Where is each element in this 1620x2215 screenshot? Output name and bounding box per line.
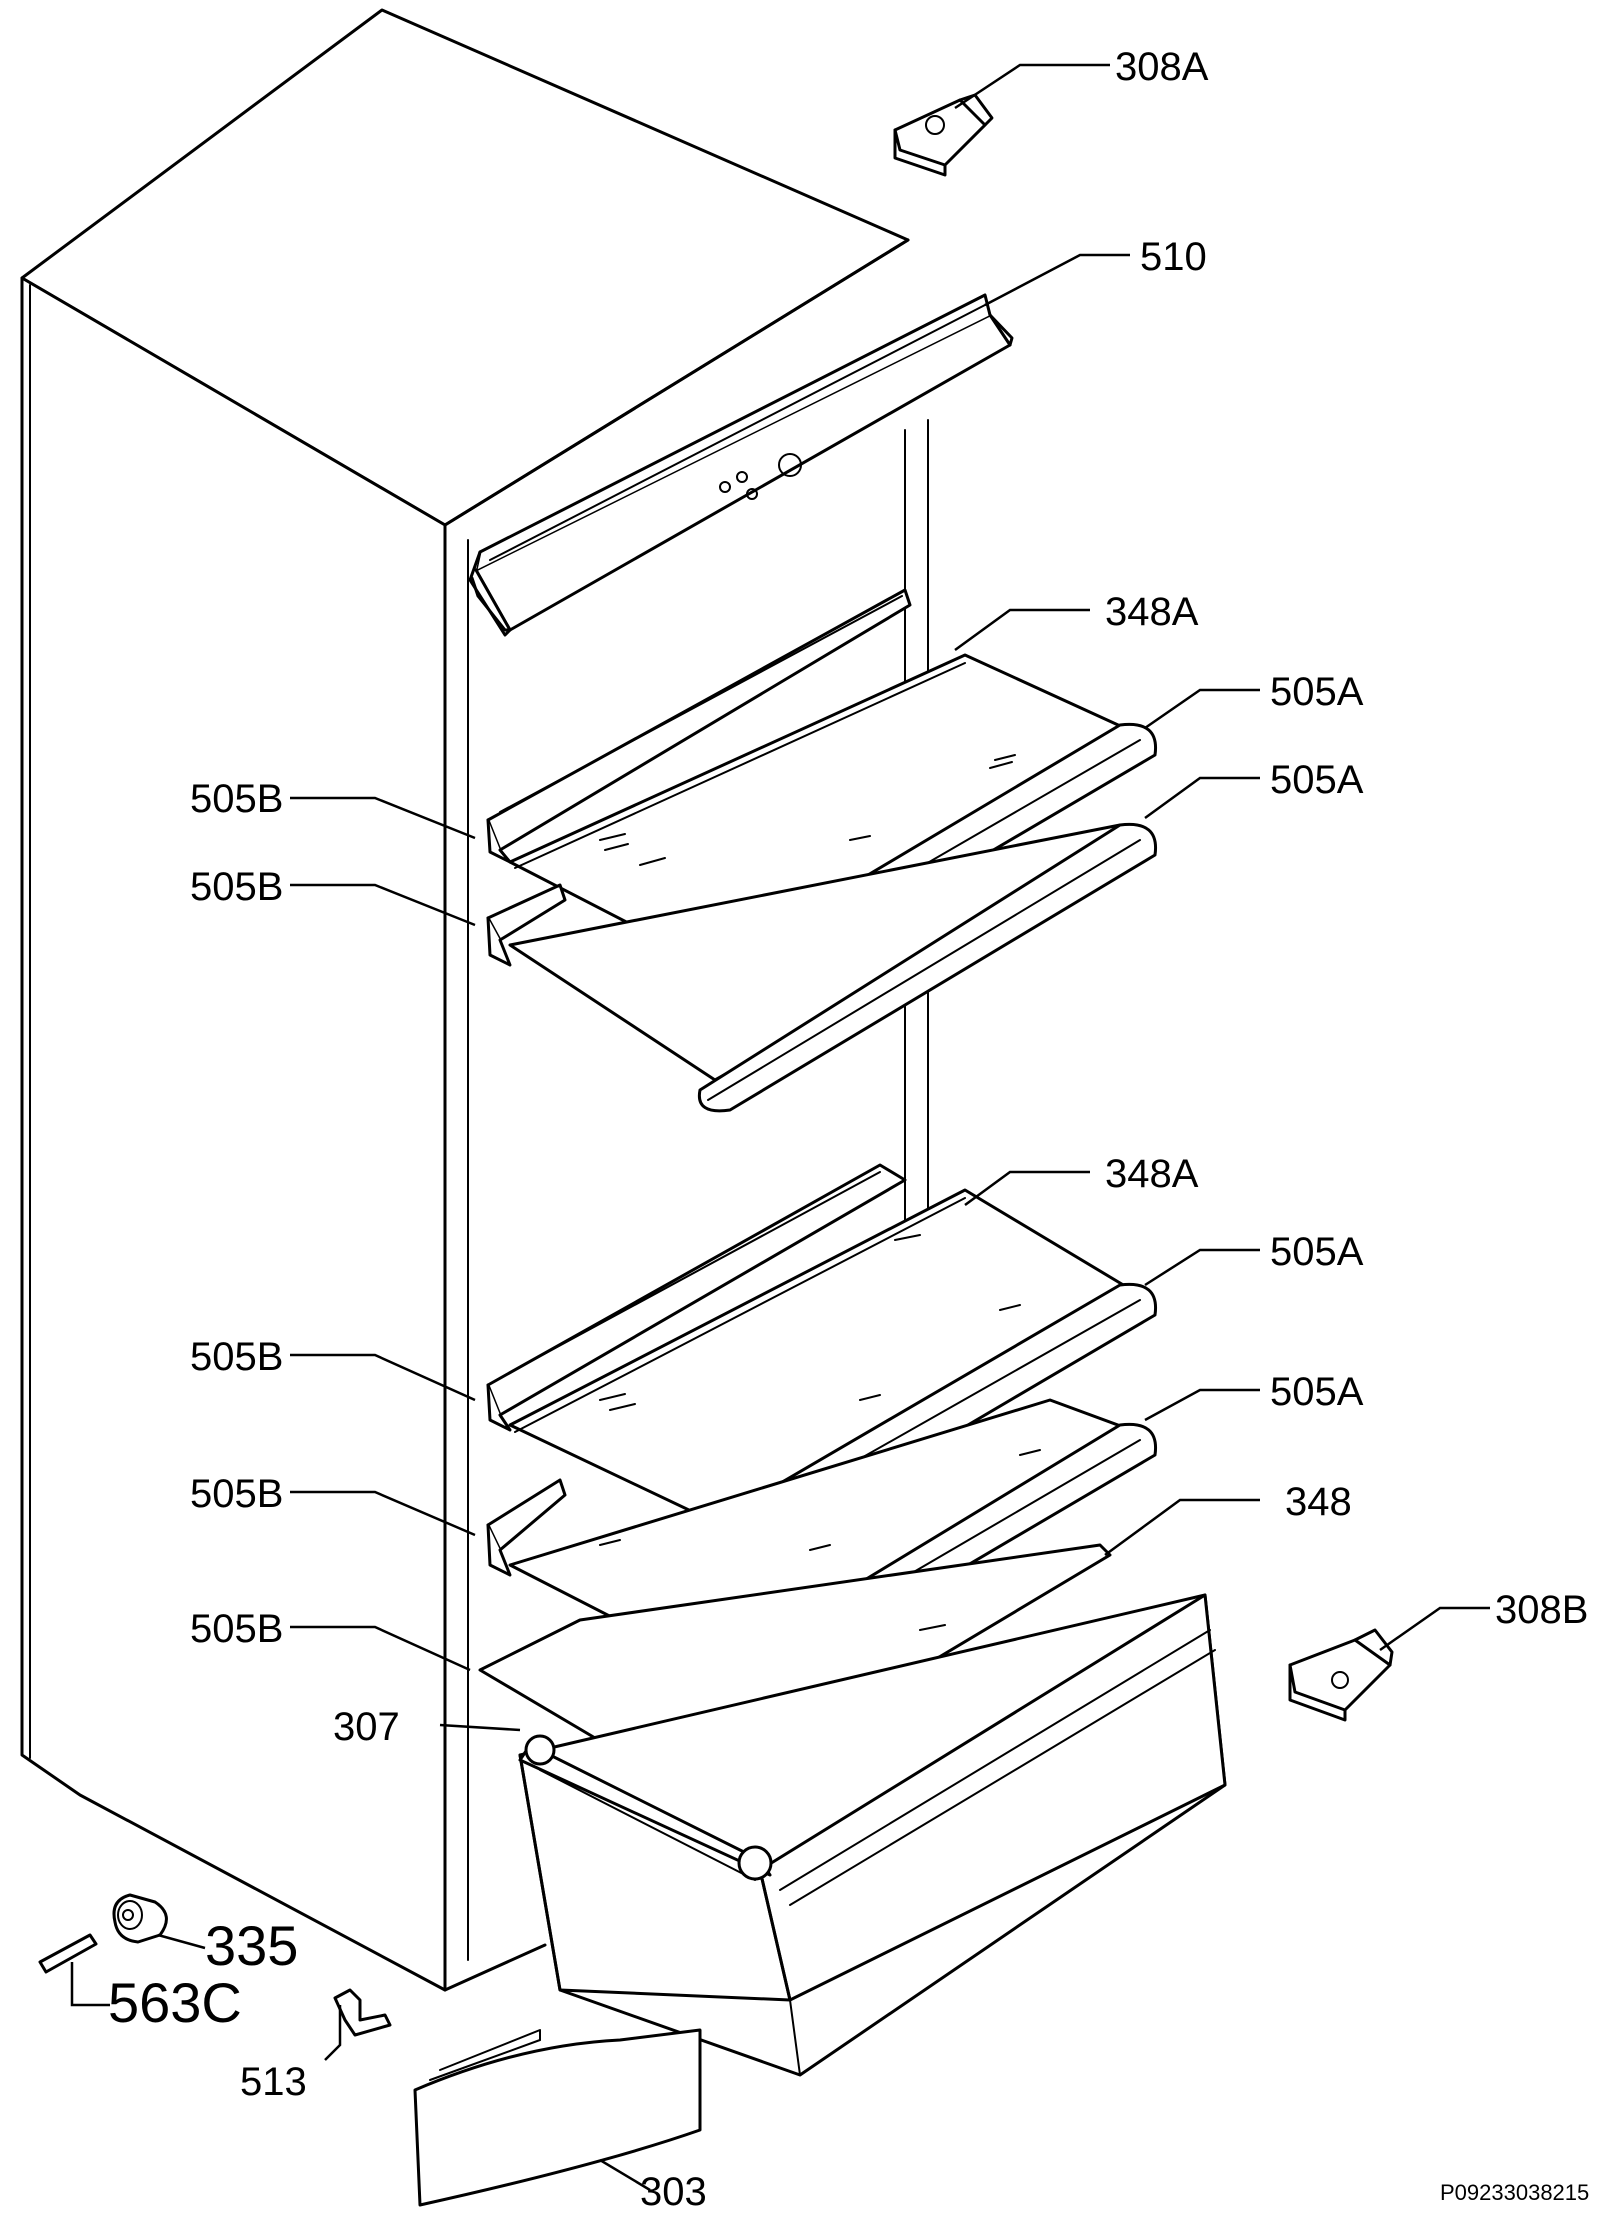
label-348a-top: 348A [1105,590,1199,634]
label-510: 510 [1140,235,1207,279]
label-335: 335 [205,1914,298,1977]
hinge-308b [1288,1628,1394,1722]
leader-lines [70,63,1490,2192]
label-505b-2: 505B [190,865,283,909]
label-505b-4: 505B [190,1472,283,1516]
label-303: 303 [640,2170,707,2210]
label-307: 307 [333,1705,400,1749]
diagram-reference-code: P09233038215 [1440,2180,1589,2205]
label-505b-1: 505B [190,777,283,821]
label-505a-4: 505A [1270,1370,1364,1414]
label-308a: 308A [1115,45,1209,89]
clip-513 [333,1988,392,2037]
cabinet-body [20,8,931,1992]
label-563c: 563C [108,1971,242,2034]
hinge-308a [893,93,994,177]
plinth-303 [413,2028,702,2207]
bushing-335 [112,1893,168,1944]
shelf-505-lower-top [486,822,1158,1113]
label-308b: 308B [1495,1588,1588,1632]
label-505b-3: 505B [190,1335,283,1379]
label-505b-5: 505B [190,1607,283,1651]
label-348: 348 [1285,1480,1352,1524]
label-505a-2: 505A [1270,758,1364,802]
pin-563c [38,1933,98,1974]
part-labels: 308A 510 348A 505A 505A 505B 505B 348A 5… [108,45,1589,2214]
crisper-drawer [518,1593,1227,2077]
label-505a-1: 505A [1270,670,1364,714]
label-513: 513 [240,2060,307,2104]
label-505a-3: 505A [1270,1230,1364,1274]
label-348a-mid: 348A [1105,1152,1199,1196]
